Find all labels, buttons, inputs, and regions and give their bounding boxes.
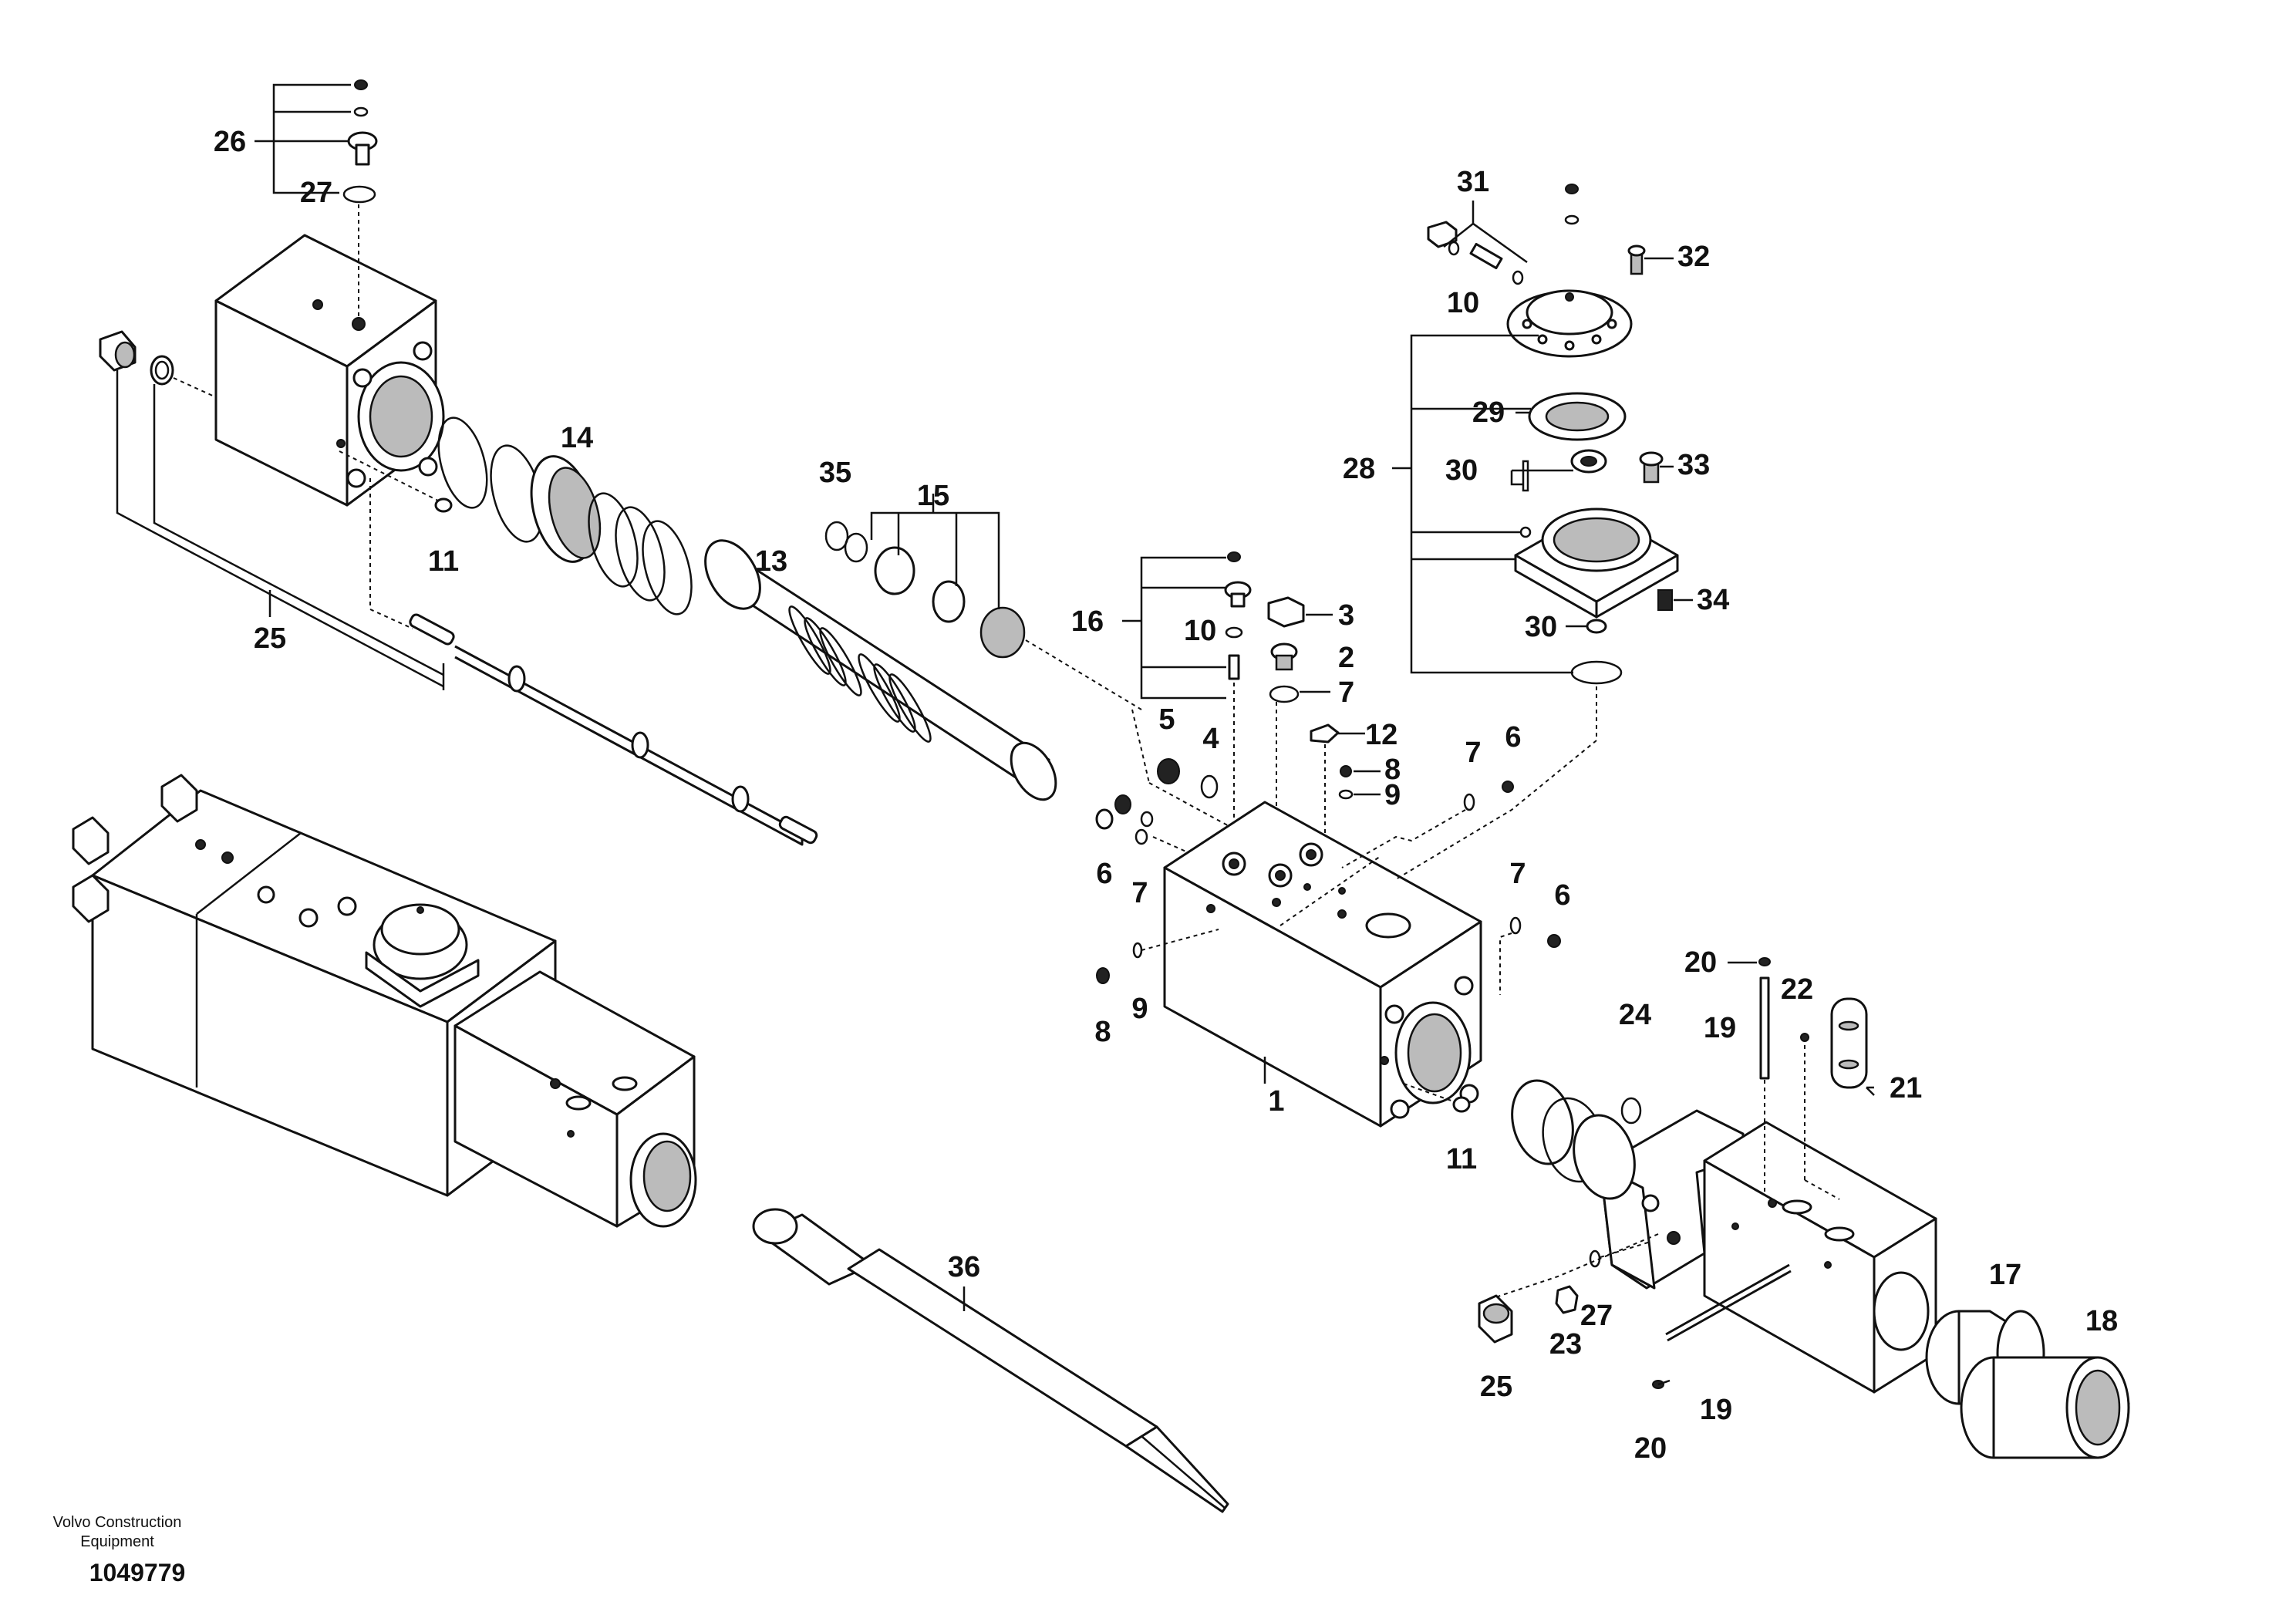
label-14: 14 — [561, 422, 593, 454]
label-10-a: 10 — [1184, 615, 1216, 647]
assembled-hammer — [72, 774, 697, 1228]
main-body-part-1 — [1163, 801, 1482, 1128]
brand-line-1: Volvo Construction — [53, 1514, 182, 1531]
label-27-a: 27 — [300, 177, 332, 209]
label-17: 17 — [1989, 1259, 2021, 1291]
parts-12-8-9 — [1310, 723, 1365, 852]
label-13: 13 — [755, 545, 787, 578]
part-15-valve-set — [824, 494, 1142, 710]
accumulator-assembly — [1392, 184, 1679, 880]
label-7-b: 7 — [1131, 877, 1148, 909]
label-28: 28 — [1343, 453, 1375, 485]
label-15: 15 — [917, 480, 949, 512]
label-1: 1 — [1268, 1085, 1284, 1118]
cylinder-head-block — [214, 234, 445, 507]
part-11-pin-upper — [339, 450, 453, 629]
part-14-seals — [437, 416, 693, 615]
label-25-a: 25 — [254, 622, 286, 655]
parts-6-7-left — [1095, 794, 1219, 984]
part-26-fittings — [255, 79, 378, 316]
drawing-number: 1049779 — [89, 1559, 186, 1587]
label-23: 23 — [1549, 1328, 1582, 1361]
label-3: 3 — [1338, 599, 1354, 632]
label-19-b: 19 — [1700, 1394, 1732, 1426]
label-5: 5 — [1158, 703, 1175, 736]
part-13-piston — [704, 539, 1057, 801]
label-2: 2 — [1338, 642, 1354, 674]
tie-rod — [409, 613, 818, 846]
label-27-b: 27 — [1580, 1300, 1613, 1332]
part-11-pin-lower — [1403, 1083, 1471, 1113]
label-31: 31 — [1457, 166, 1489, 198]
label-30-b: 30 — [1525, 611, 1557, 643]
label-20-a: 20 — [1684, 946, 1717, 979]
label-8-b: 8 — [1094, 1016, 1111, 1048]
parts-5-4 — [1131, 709, 1242, 834]
label-7-c: 7 — [1465, 737, 1481, 769]
parts-3-2-7 — [1267, 596, 1305, 868]
label-36: 36 — [948, 1251, 980, 1283]
label-35: 35 — [819, 457, 851, 489]
label-7-a: 7 — [1338, 676, 1354, 709]
part-36-chisel — [752, 1208, 1229, 1513]
label-25-b: 25 — [1480, 1371, 1512, 1403]
label-32: 32 — [1677, 241, 1710, 273]
label-9-a: 9 — [1384, 779, 1401, 811]
label-9-b: 9 — [1131, 993, 1148, 1025]
label-7-d: 7 — [1509, 858, 1526, 890]
label-33: 33 — [1677, 449, 1710, 481]
label-8-a: 8 — [1384, 754, 1401, 786]
part-16-fittings — [1122, 551, 1252, 856]
label-24: 24 — [1619, 999, 1651, 1031]
callout-labels: 1 2 3 4 5 6 6 6 7 7 7 7 8 8 9 9 10 10 11… — [214, 126, 2118, 1465]
label-4: 4 — [1202, 723, 1219, 755]
label-19-a: 19 — [1704, 1012, 1736, 1044]
label-18: 18 — [2085, 1305, 2118, 1337]
part-17-18-bushings — [1925, 1310, 2130, 1459]
label-11-b: 11 — [1446, 1143, 1477, 1175]
brand-line-2: Equipment — [80, 1533, 154, 1550]
label-6-c: 6 — [1554, 879, 1570, 912]
label-16: 16 — [1071, 605, 1104, 638]
label-10-b: 10 — [1447, 287, 1479, 319]
front-small-parts — [1478, 957, 1875, 1389]
label-12: 12 — [1365, 719, 1397, 751]
label-29: 29 — [1472, 396, 1505, 429]
label-22: 22 — [1781, 973, 1813, 1006]
front-head-block — [1599, 1109, 1937, 1394]
label-6-b: 6 — [1505, 721, 1521, 754]
label-26: 26 — [214, 126, 246, 158]
label-34: 34 — [1697, 584, 1729, 616]
footer: Volvo Construction Equipment 1049779 — [53, 1514, 186, 1587]
label-6-a: 6 — [1096, 858, 1112, 890]
label-11-a: 11 — [428, 545, 459, 578]
part-25-fittings — [99, 330, 445, 690]
label-21: 21 — [1890, 1072, 1922, 1104]
label-30-a: 30 — [1445, 454, 1478, 487]
parts-7-6-right — [1341, 781, 1561, 995]
label-20-b: 20 — [1634, 1432, 1667, 1465]
